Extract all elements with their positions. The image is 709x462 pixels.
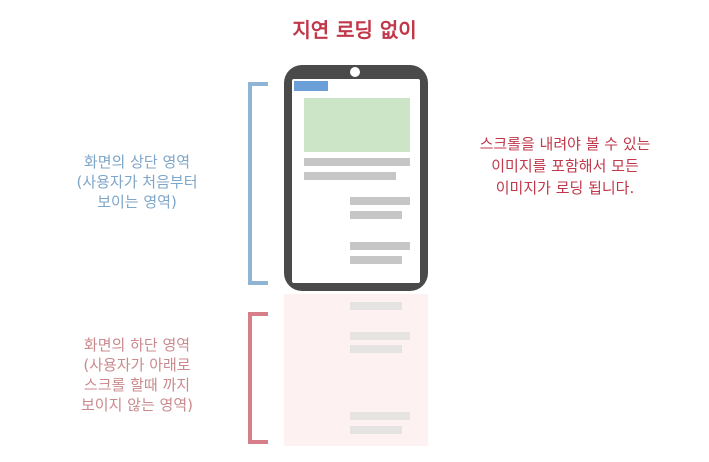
- loading-note-line: 이미지를 포함해서 모든: [491, 157, 639, 175]
- screen-text-line: [350, 256, 402, 264]
- screen-text-line: [350, 242, 410, 250]
- below-fold-label: 화면의 하단 영역 (사용자가 아래로 스크롤 할때 까지 보이지 않는 영역): [52, 335, 222, 415]
- below-text-line: [350, 426, 402, 434]
- loading-note: 스크롤을 내려야 볼 수 있는 이미지를 포함해서 모든 이미지가 로딩 됩니다…: [440, 133, 690, 199]
- below-fold-label-line: (사용자가 아래로: [83, 356, 191, 374]
- screen-tab-accent: [294, 81, 328, 91]
- below-text-line: [350, 412, 410, 420]
- below-text-line: [350, 345, 402, 353]
- below-text-line: [350, 302, 402, 310]
- loading-note-line: 스크롤을 내려야 볼 수 있는: [479, 135, 651, 153]
- above-fold-label-line: (사용자가 처음부터: [76, 173, 198, 191]
- above-fold-label-line: 화면의 상단 영역: [83, 153, 191, 171]
- image-placeholder: [304, 98, 410, 152]
- above-fold-label: 화면의 상단 영역 (사용자가 처음부터 보이는 영역): [52, 152, 222, 212]
- diagram-title: 지연 로딩 없이: [292, 18, 417, 42]
- below-fold-label-line: 보이지 않는 영역): [81, 396, 193, 414]
- below-fold-region: [284, 294, 428, 446]
- phone-camera: [350, 67, 360, 77]
- below-text-line: [350, 332, 410, 340]
- above-fold-bracket: [248, 82, 268, 285]
- screen-text-line: [304, 158, 410, 166]
- screen-text-line: [350, 197, 410, 205]
- screen-text-line: [350, 211, 402, 219]
- below-fold-label-line: 스크롤 할때 까지: [83, 376, 191, 394]
- below-fold-bracket: [248, 312, 268, 444]
- loading-note-line: 이미지가 로딩 됩니다.: [495, 179, 635, 197]
- below-fold-label-line: 화면의 하단 영역: [83, 336, 191, 354]
- above-fold-label-line: 보이는 영역): [97, 193, 177, 211]
- screen-text-line: [304, 172, 396, 180]
